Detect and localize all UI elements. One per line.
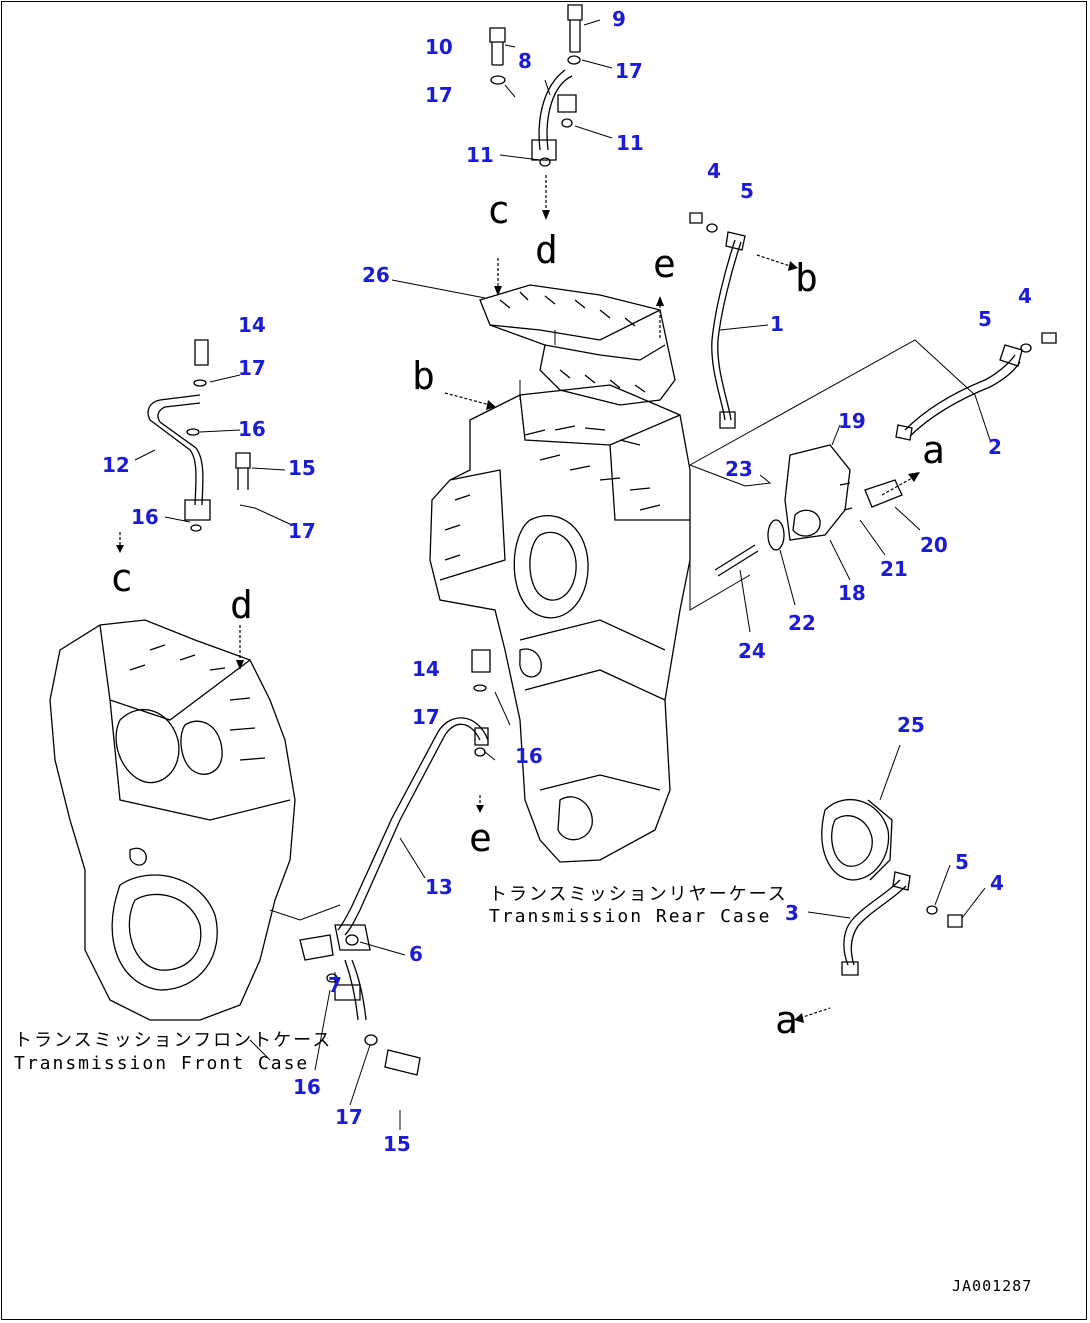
connector-c: c <box>110 556 133 600</box>
connector-b: b <box>412 354 435 398</box>
drawing-code: JA001287 <box>952 1277 1033 1295</box>
callout-23: 23 <box>725 457 753 481</box>
bolts-and-washers <box>186 4 1057 1076</box>
pipe-8 <box>538 69 566 151</box>
callout-16: 16 <box>515 744 543 768</box>
callout-6: 6 <box>409 942 423 966</box>
callout-17: 17 <box>425 83 453 107</box>
callout-17: 17 <box>238 356 266 380</box>
front-case-label-en: Transmission Front Case <box>14 1053 310 1074</box>
connector-arrows <box>119 175 913 1019</box>
connector-c: c <box>487 188 510 232</box>
connector-b: b <box>795 256 818 300</box>
arrow-heads <box>116 210 920 1023</box>
callout-16: 16 <box>131 505 159 529</box>
callout-3: 3 <box>785 901 799 925</box>
pipe-12 <box>147 394 201 506</box>
connector-d: d <box>230 583 253 627</box>
connector-e: e <box>469 816 492 860</box>
callout-22: 22 <box>788 611 816 635</box>
callout-12: 12 <box>102 453 130 477</box>
transmission-rear-case <box>429 384 691 863</box>
callout-13: 13 <box>425 875 453 899</box>
transmission-front-case <box>49 619 296 1021</box>
callout-25: 25 <box>897 713 925 737</box>
rear-case-label-jp: トランスミッションリヤーケース <box>489 884 788 905</box>
callout-7: 7 <box>328 973 342 997</box>
connector-a: a <box>775 998 798 1042</box>
callout-17: 17 <box>288 519 316 543</box>
connector-a: a <box>922 428 945 472</box>
callout-2: 2 <box>988 435 1002 459</box>
callout-16: 16 <box>293 1075 321 1099</box>
callout-5: 5 <box>740 179 754 203</box>
rear-case-label-en: Transmission Rear Case <box>489 906 772 927</box>
callout-17: 17 <box>615 59 643 83</box>
callout-17: 17 <box>412 705 440 729</box>
callout-11: 11 <box>466 143 494 167</box>
callout-18: 18 <box>838 581 866 605</box>
callout-26: 26 <box>362 263 390 287</box>
callout-14: 14 <box>412 657 440 681</box>
callout-5: 5 <box>978 307 992 331</box>
pipe-1 <box>711 239 736 421</box>
callout-19: 19 <box>838 409 866 433</box>
callout-9: 9 <box>612 7 626 31</box>
callout-1: 1 <box>770 312 784 336</box>
callout-10: 10 <box>425 35 453 59</box>
callout-15: 15 <box>383 1132 411 1156</box>
callout-11: 11 <box>616 131 644 155</box>
callout-15: 15 <box>288 456 316 480</box>
callout-16: 16 <box>238 417 266 441</box>
callout-4: 4 <box>990 871 1004 895</box>
callout-14: 14 <box>238 313 266 337</box>
front-case-label-jp: トランスミッションフロントケース <box>14 1030 333 1051</box>
pipe-3 <box>843 879 901 966</box>
callout-17: 17 <box>335 1105 363 1129</box>
pipe-13 <box>344 723 481 936</box>
leader-lines <box>134 19 991 1130</box>
callout-24: 24 <box>738 639 766 663</box>
callout-20: 20 <box>920 533 948 557</box>
callout-21: 21 <box>880 557 908 581</box>
filter-assembly <box>714 444 903 881</box>
connector-d: d <box>535 228 558 272</box>
callout-5: 5 <box>955 850 969 874</box>
callout-4: 4 <box>1018 284 1032 308</box>
callout-4: 4 <box>707 159 721 183</box>
pipe-2 <box>904 354 1016 431</box>
connector-e: e <box>653 242 676 286</box>
callout-8: 8 <box>518 49 532 73</box>
pipes <box>147 69 1023 1021</box>
control-valve <box>479 284 676 406</box>
